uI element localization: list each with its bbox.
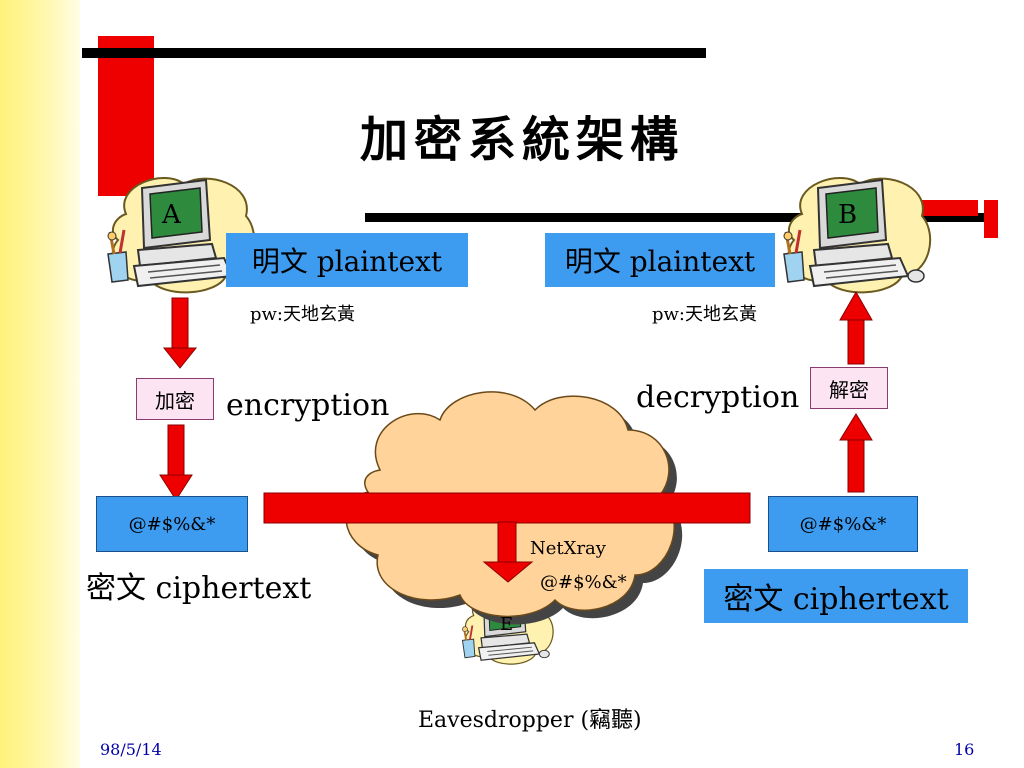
receiver-cipher-box: @#$%&* xyxy=(768,496,918,552)
computer-b-icon xyxy=(782,176,932,294)
title-black-bar-top xyxy=(82,48,706,58)
sender-cipher-box: @#$%&* xyxy=(96,496,248,552)
footer-date: 98/5/14 xyxy=(100,740,162,759)
sender-ciphertext-label: 密文 ciphertext xyxy=(86,571,312,606)
arrow-eavesdrop xyxy=(482,521,534,583)
title-black-bar-bottom xyxy=(365,213,998,222)
slide-gutter xyxy=(0,0,80,768)
netxray-label: NetXray xyxy=(530,538,606,559)
intercepted-text: @#$%&* xyxy=(540,572,627,593)
transmission-bar xyxy=(263,492,751,524)
node-b-label: B xyxy=(838,200,858,230)
encrypt-box: 加密 xyxy=(136,378,214,420)
sender-password: pw:天地玄黃 xyxy=(250,304,355,325)
receiver-plaintext-box: 明文 plaintext xyxy=(545,233,775,287)
arrow-cipher-to-decrypt xyxy=(839,413,873,493)
eavesdropper-caption: Eavesdropper (竊聽) xyxy=(418,708,642,733)
arrow-plain-to-encrypt xyxy=(162,297,198,369)
arrow-decrypt-to-plain xyxy=(839,290,873,365)
receiver-password: pw:天地玄黃 xyxy=(652,304,757,325)
encryption-label: encryption xyxy=(226,388,390,423)
node-e-label: E xyxy=(500,614,514,635)
decrypt-box: 解密 xyxy=(810,367,888,409)
sender-plaintext-box: 明文 plaintext xyxy=(226,233,468,287)
footer-page-number: 16 xyxy=(954,740,975,759)
title-red-bar-vertical xyxy=(98,36,154,196)
arrow-encrypt-to-cipher xyxy=(159,424,193,501)
title-red-bar-right-vertical xyxy=(984,200,998,238)
node-a-label: A xyxy=(162,200,181,230)
decryption-label: decryption xyxy=(636,380,800,415)
receiver-ciphertext-box: 密文 ciphertext xyxy=(704,569,968,623)
slide-title: 加密系統架構 xyxy=(360,112,685,168)
